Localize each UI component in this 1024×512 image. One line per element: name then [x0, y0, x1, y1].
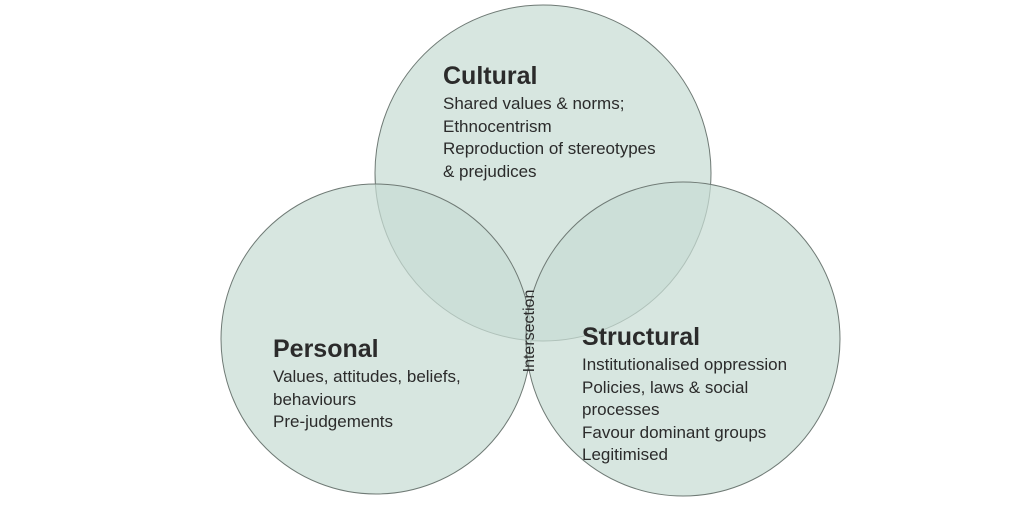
personal-line: Values, attitudes, beliefs, — [273, 367, 461, 386]
personal-line: behaviours — [273, 389, 357, 409]
cultural-title: Cultural — [443, 62, 538, 90]
structural-line: Legitimised — [582, 445, 668, 464]
personal-line: Pre-judgements — [273, 412, 394, 431]
cultural-line: Reproduction of stereotypes — [443, 139, 656, 158]
structural-line: Institutionalised oppression — [582, 355, 788, 374]
structural-line: Policies, laws & social — [582, 377, 749, 397]
structural-line: Favour dominant groups — [582, 422, 767, 442]
structural-circle — [525, 181, 841, 497]
personal-text: Personal Values, attitudes, beliefs, beh… — [273, 335, 461, 434]
cultural-text: Cultural Shared values & norms; Ethnocen… — [443, 62, 656, 183]
structural-text: Structural Institutionalised oppression … — [582, 323, 787, 467]
cultural-line: & prejudices — [443, 161, 537, 181]
cultural-line: Ethnocentrism — [443, 116, 552, 136]
cultural-line: Shared values & norms; — [443, 94, 625, 113]
intersection-label: Intersection — [521, 289, 538, 373]
structural-line: processes — [582, 400, 660, 419]
personal-title: Personal — [273, 335, 379, 363]
structural-title: Structural — [582, 323, 701, 351]
